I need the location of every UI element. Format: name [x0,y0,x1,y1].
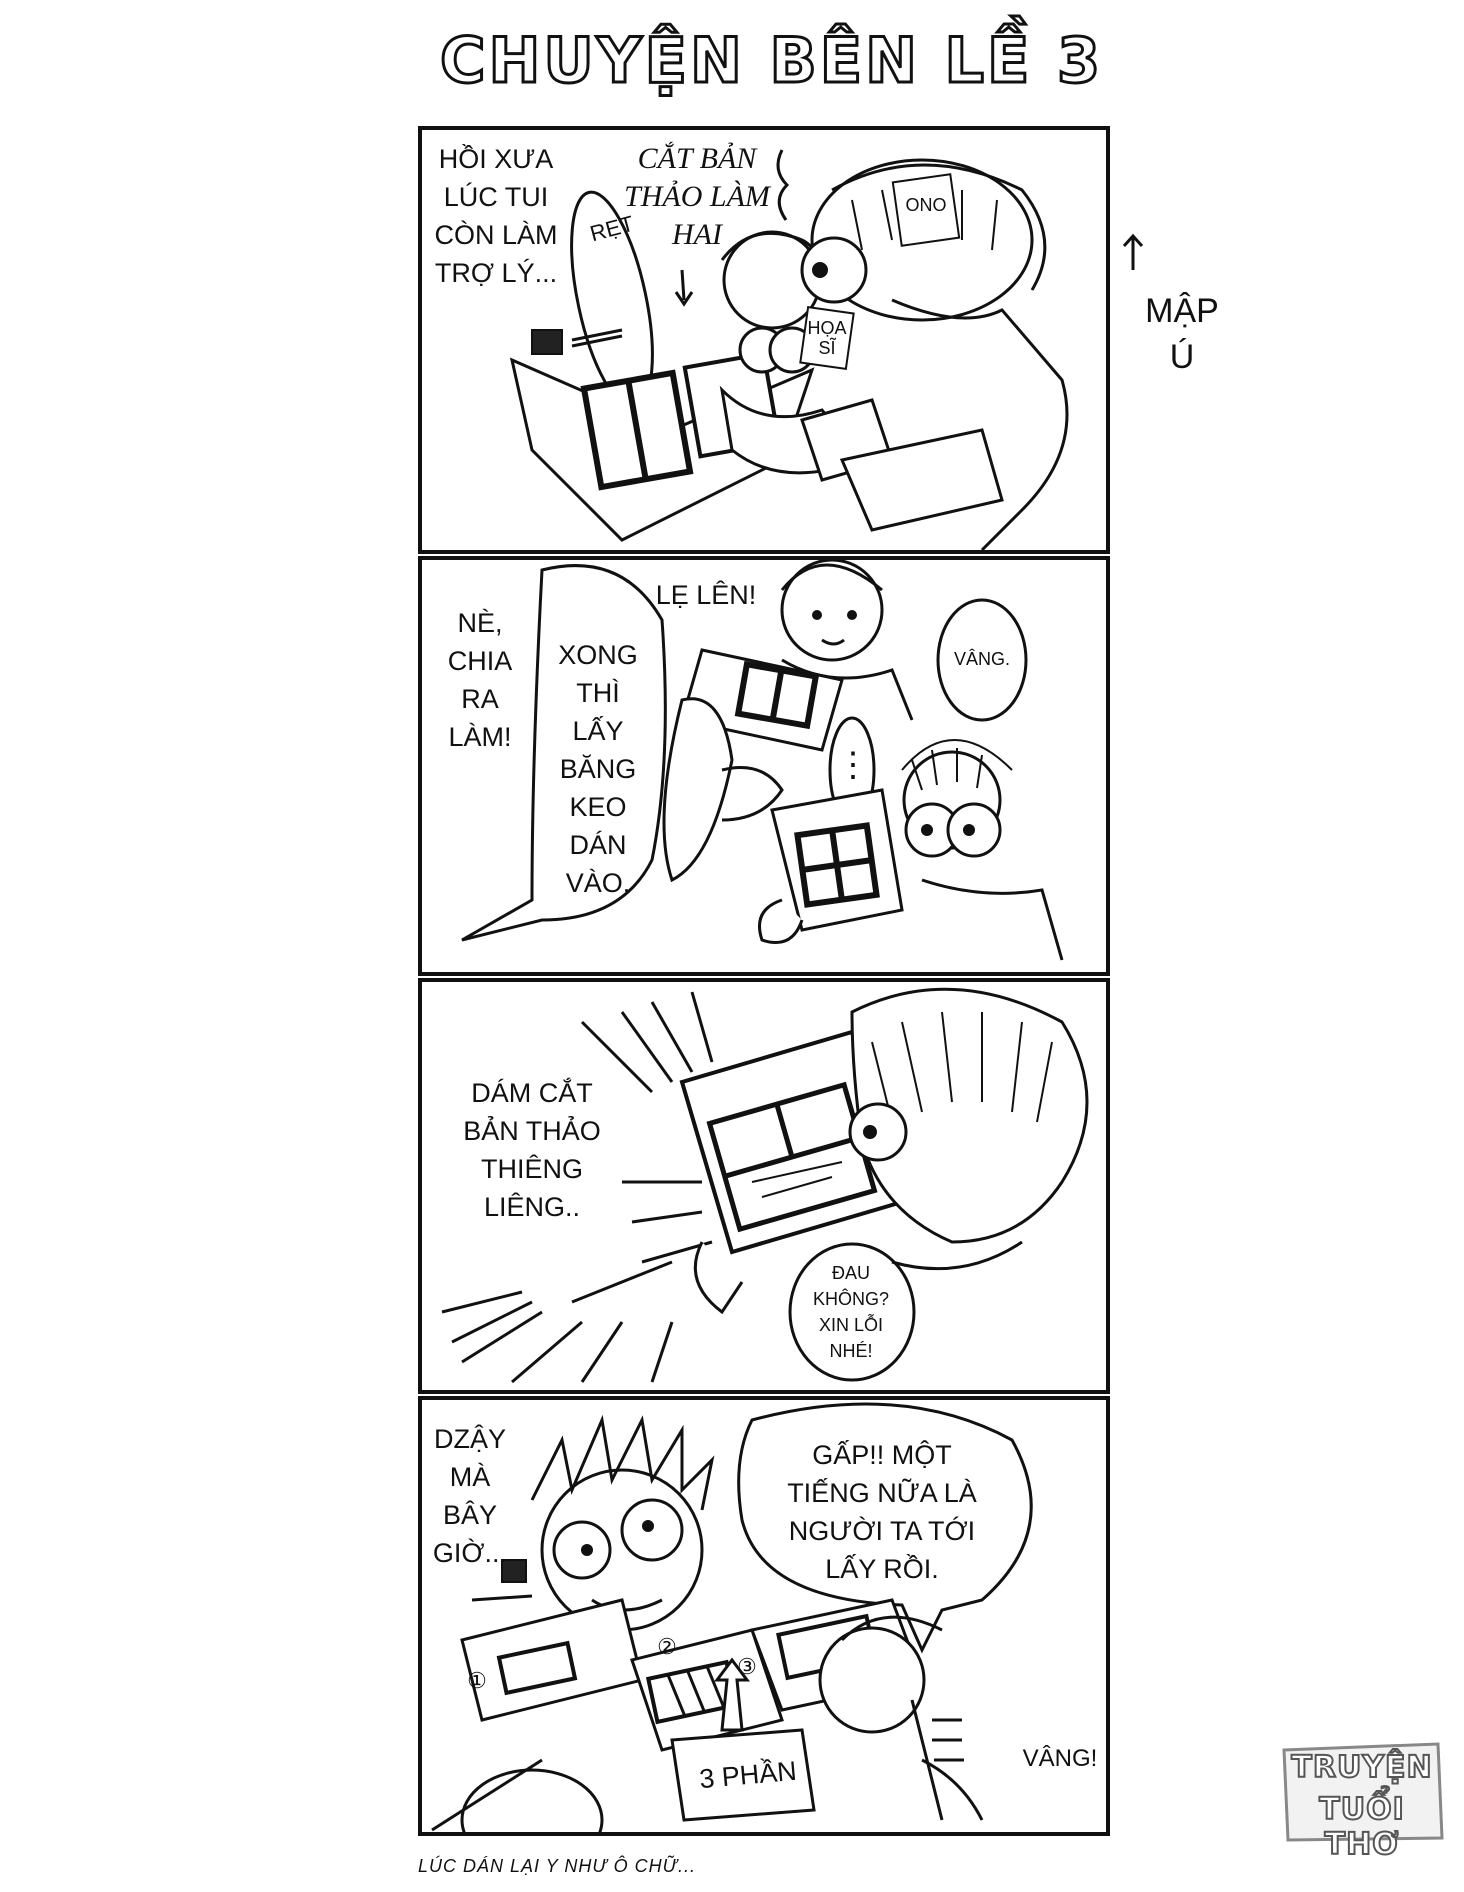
panel-2-reply: VÂNG. [953,649,1010,669]
panel-4-marker-2: ② [657,1634,677,1659]
panel-3-drawing [441,987,1089,1384]
panel-4-narration: DZẬY MÀ BÂY GIỜ... [432,1424,508,1568]
panel-4-marker-3: ③ [737,1654,757,1679]
page-title: CHUYỆN BÊN LỀ 3 [439,23,1104,99]
panel-1-tag-artist: HỌA SĨ [807,318,847,358]
panel-1-tag-ono: ONO [905,195,947,215]
panel-2-drawing [461,560,1064,961]
panel-4-big-bubble: GẤP!! MỘT TIẾNG NỮA LÀ NGƯỜI TA TỚI LẤY … [787,1440,977,1584]
watermark-line-2: TUỔI THƠ [1318,1791,1405,1863]
footer-caption: LÚC DÁN LẠI Y NHƯ Ô CHỮ... [418,1856,696,1876]
panel-1-drawing [509,149,1069,550]
panel-3-narration: DÁM CẮT BẢN THẢO THIÊNG LIÊNG.. [463,1078,601,1222]
watermark-badge [1282,1742,1444,1842]
watermark-line-1: TRUYỆN [1290,1749,1433,1786]
panel-4-drawing [431,1402,1033,1832]
panel-4: DZẬY MÀ BÂY GIỜ... GẤP!! MỘT TIẾNG NỮA L… [418,1396,1110,1836]
panel-4-marker-1: ① [467,1668,487,1693]
panel-3: DÁM CẮT BẢN THẢO THIÊNG LIÊNG.. ĐAU KHÔN… [418,978,1110,1394]
panel-2-middle-bubble: XONG THÌ LẤY BĂNG KEO DÁN VÀO. [558,640,638,898]
arrow-up-icon [1122,233,1144,270]
panel-2-left-bubble: NÈ, CHIA RA LÀM! [447,608,513,752]
panel-3-bubble: ĐAU KHÔNG? XIN LỖI NHÉ! [812,1263,890,1361]
panel-4-reply: VÂNG! [1022,1745,1098,1772]
panel-1-narration: HỒI XƯA LÚC TUI CÒN LÀM TRỢ LÝ... [434,144,558,288]
watermark-logo: TRUYỆN TUỔI THƠ [1278,1740,1446,1863]
side-note-label: MẬP Ú [1145,292,1219,376]
panel-2-shout: LẸ LÊN! [655,580,757,610]
panel-1-caption-note: CẮT BẢN THẢO LÀM HAI [624,142,770,251]
panel-1: HỒI XƯA LÚC TUI CÒN LÀM TRỢ LÝ... CẮT BẢ… [418,126,1110,554]
panel-2: LẸ LÊN! NÈ, CHIA RA LÀM! XONG THÌ LẤY BĂ… [418,556,1110,976]
comic-strip: HỒI XƯA LÚC TUI CÒN LÀM TRỢ LÝ... CẮT BẢ… [418,126,1110,1836]
panel-2-silence: ⋮ [836,746,870,784]
